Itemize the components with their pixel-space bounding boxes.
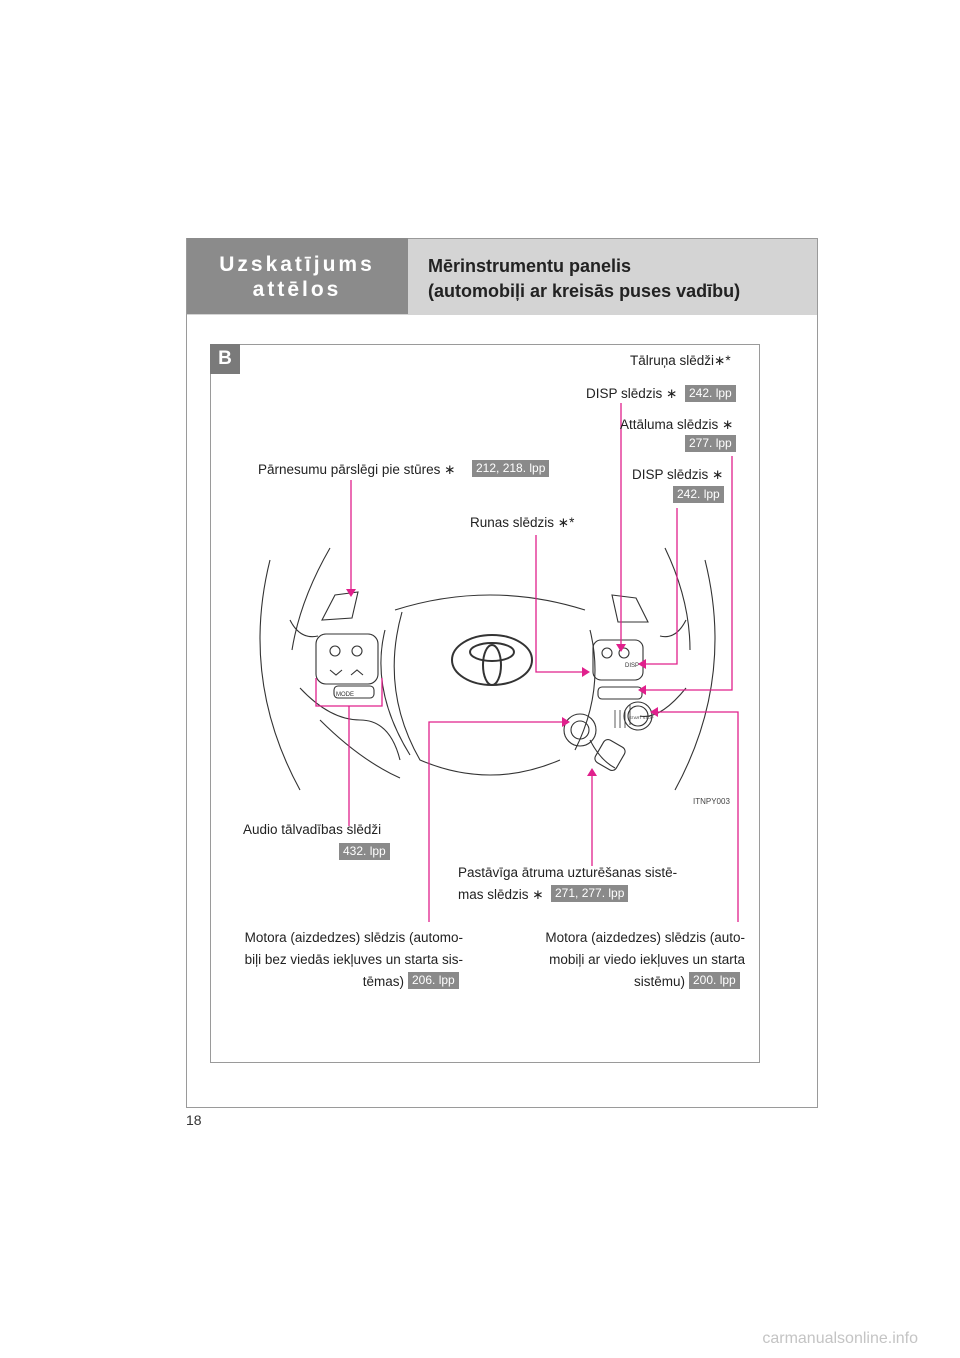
label-engine-right-line3: sistēmu) bbox=[633, 974, 685, 989]
page-ref-disp-top: 242. lpp bbox=[685, 385, 736, 402]
wheel-start-stop-text: START STOP bbox=[629, 715, 654, 720]
label-engine-left-line3: tēmas) bbox=[362, 974, 404, 989]
label-cruise-line1: Pastāvīga ātruma uzturēšanas sistē- bbox=[458, 865, 678, 880]
leader-voice bbox=[535, 535, 588, 673]
leader-engine-left bbox=[428, 721, 568, 922]
label-audio-switches: Audio tālvadības slēdži bbox=[243, 822, 382, 837]
watermark-text: carmanualsonline.info bbox=[762, 1330, 918, 1347]
page-title-line2: (automobiļi ar kreisās puses vadību) bbox=[428, 281, 741, 301]
page-ref-distance: 277. lpp bbox=[685, 435, 736, 452]
figure-panel bbox=[210, 344, 760, 1063]
page-title-line1: Mērinstrumentu panelis bbox=[428, 256, 632, 276]
leader-lines bbox=[315, 403, 739, 922]
figure-badge: B bbox=[210, 344, 240, 374]
page-number: 18 bbox=[186, 1112, 202, 1128]
label-voice-switch: Runas slēdzis ∗* bbox=[470, 515, 575, 530]
label-paddle-shifters: Pārnesumu pārslēgi pie stūres ∗ bbox=[258, 462, 456, 477]
page-ref-paddle: 212, 218. lpp bbox=[472, 460, 550, 477]
page-ref-engine-right: 200. lpp bbox=[689, 972, 740, 989]
wheel-disp-text: DISP bbox=[625, 663, 639, 669]
section-tab-line2: attēlos bbox=[252, 278, 342, 301]
section-tab: Uzskatījums attēlos bbox=[186, 238, 408, 314]
label-engine-right-line2: mobiļi ar viedo iekļuves un starta bbox=[549, 952, 745, 967]
page-ref-disp-mid: 242. lpp bbox=[673, 486, 724, 503]
leader-distance bbox=[640, 456, 733, 691]
leader-engine-right bbox=[652, 711, 739, 922]
label-disp-mid: DISP slēdzis ∗ bbox=[632, 467, 724, 482]
label-engine-left-line2: biļi bez viedās iekļuves un starta sis- bbox=[244, 952, 463, 967]
page-ref-engine-left: 206. lpp bbox=[408, 972, 459, 989]
page-ref-audio: 432. lpp bbox=[339, 843, 390, 860]
watermark: carmanualsonline.info bbox=[0, 1330, 960, 1348]
label-phone-switches: Tālruņa slēdži∗* bbox=[630, 353, 731, 368]
section-tab-line1: Uzskatījums bbox=[219, 253, 375, 276]
leader-disp-mid bbox=[640, 508, 678, 665]
page-title: Mērinstrumentu panelis (automobiļi ar kr… bbox=[428, 254, 740, 304]
label-cruise-line2: mas slēdzis ∗ bbox=[458, 887, 544, 902]
figure-code: ITNPY003 bbox=[693, 797, 730, 806]
label-engine-left-line1: Motora (aizdedzes) slēdzis (automo- bbox=[244, 930, 463, 945]
label-distance: Attāluma slēdzis ∗ bbox=[620, 417, 734, 432]
page-ref-cruise: 271, 277. lpp bbox=[551, 885, 629, 902]
page-frame bbox=[186, 238, 818, 1108]
wheel-mode-text: MODE bbox=[336, 692, 354, 698]
label-disp-top: DISP slēdzis ∗ bbox=[586, 386, 678, 401]
label-engine-right-line1: Motora (aizdedzes) slēdzis (auto- bbox=[545, 930, 745, 945]
